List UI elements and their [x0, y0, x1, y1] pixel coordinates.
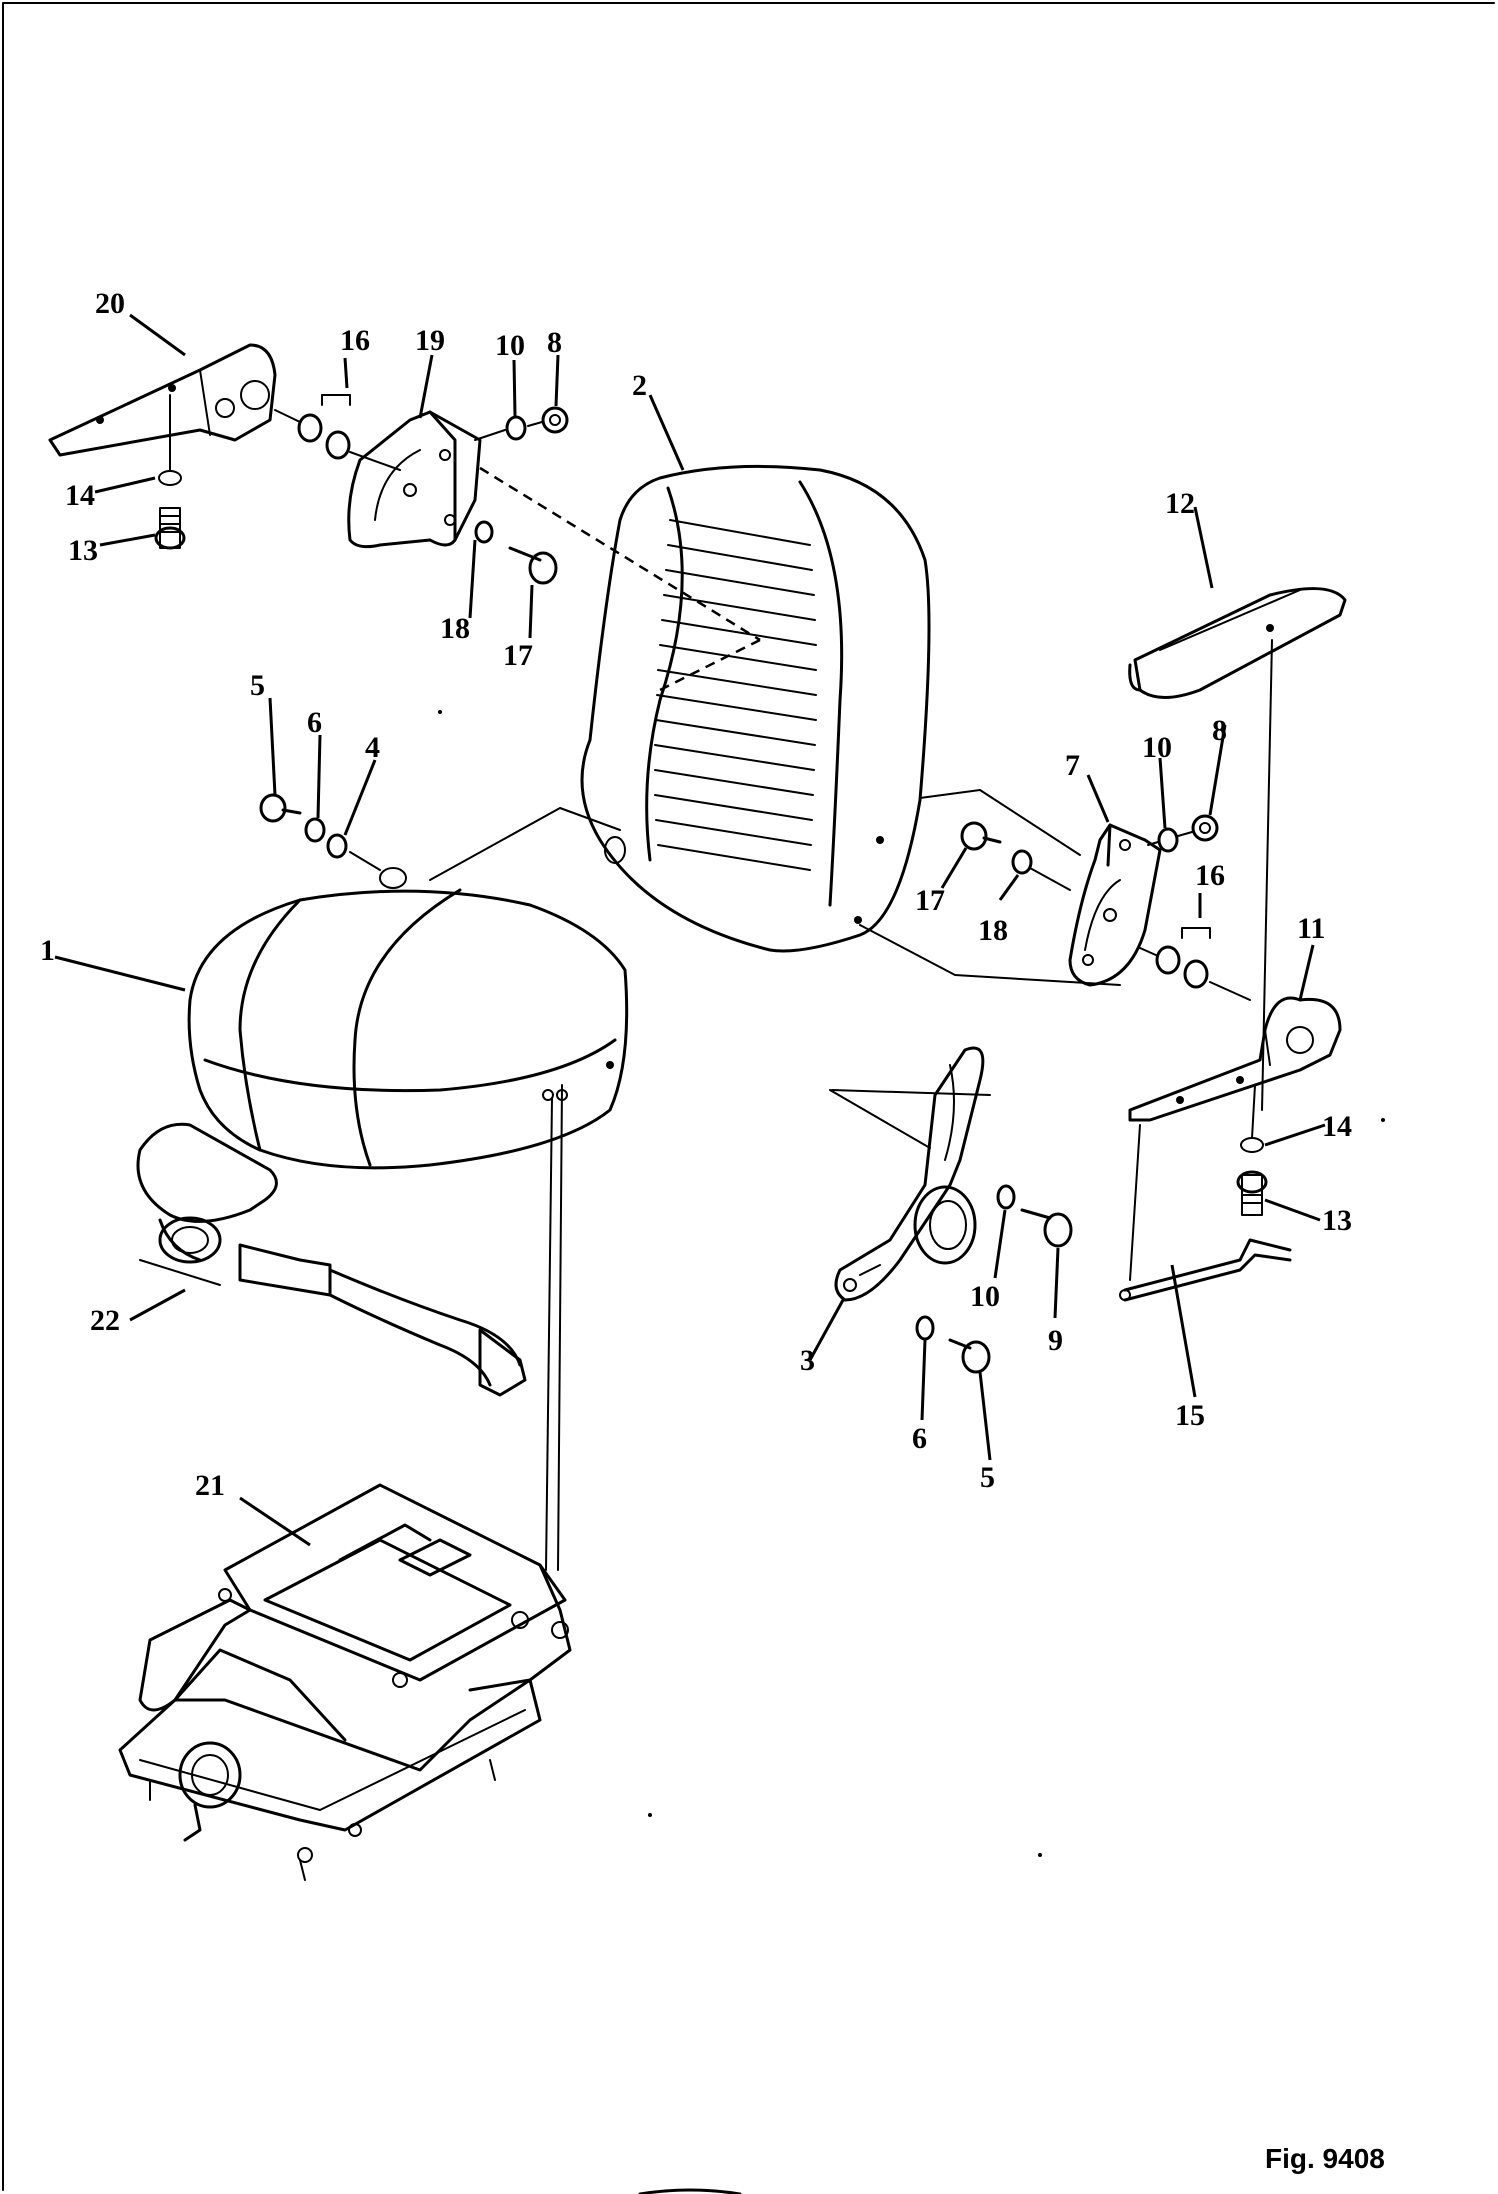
callout-14-left: 14 [65, 479, 95, 512]
washer-10-lever [996, 1184, 1016, 1210]
callout-8-left: 8 [547, 326, 562, 359]
washer-6-left [304, 817, 326, 843]
callout-6-lever: 6 [912, 1422, 927, 1455]
callout-17-left: 17 [503, 639, 533, 672]
screw-5-lever [948, 1338, 991, 1374]
washer-16-right-b [1183, 959, 1209, 989]
screw-5-left [259, 793, 302, 823]
callout-16-right: 16 [1195, 859, 1225, 892]
callout-8-right: 8 [1212, 714, 1227, 747]
bolt-17-right [960, 821, 1002, 851]
callout-14-right: 14 [1322, 1110, 1352, 1143]
callout-12: 12 [1165, 487, 1195, 520]
callout-7: 7 [1065, 749, 1080, 782]
callout-1: 1 [40, 934, 55, 967]
callout-2: 2 [632, 369, 647, 402]
washer-16-right-a [1155, 945, 1181, 975]
suspension-base [118, 1483, 572, 1881]
callout-15: 15 [1175, 1399, 1205, 1432]
callout-10-right: 10 [1142, 731, 1172, 764]
callout-10-left: 10 [495, 329, 525, 362]
callout-18-right: 18 [978, 914, 1008, 947]
callout-18-left: 18 [440, 612, 470, 645]
callout-3: 3 [800, 1344, 815, 1377]
leader-lines [54, 313, 1326, 1547]
washer-16-left-a [297, 413, 323, 443]
bolt-9 [1020, 1208, 1073, 1248]
bolt-13-right [1236, 1170, 1268, 1216]
callout-9: 9 [1048, 1324, 1063, 1357]
right-arm-bracket [1128, 996, 1342, 1122]
callout-4: 4 [365, 731, 380, 764]
seat-belt [136, 1122, 527, 1397]
washer-14-left [158, 470, 182, 486]
callout-22: 22 [90, 1304, 120, 1337]
armrest [1128, 587, 1347, 699]
washer-6-lever [915, 1315, 935, 1341]
callout-20: 20 [95, 287, 125, 320]
callout-10-lever: 10 [970, 1280, 1000, 1313]
washer-4-left [326, 833, 348, 859]
right-hinge-plate [1068, 823, 1162, 987]
seat-back [580, 464, 931, 953]
figure-label: Fig. 9408 [1265, 2143, 1385, 2174]
left-hinge-plate [347, 410, 482, 549]
callout-13-left: 13 [68, 534, 98, 567]
washer-18-left [474, 520, 494, 544]
callout-11: 11 [1297, 912, 1325, 945]
lever-rod [1119, 1238, 1292, 1302]
nut-8-right [1191, 814, 1219, 842]
callout-5-lever: 5 [980, 1461, 995, 1494]
washer-16-left-b [325, 430, 351, 460]
callout-17-right: 17 [915, 884, 945, 917]
left-arm-bracket [48, 343, 277, 457]
callout-19: 19 [415, 324, 445, 357]
washer-10-left [505, 415, 527, 441]
callout-21: 21 [195, 1469, 225, 1502]
callout-6-left: 6 [307, 706, 322, 739]
washer-14-right [1240, 1137, 1264, 1153]
recliner-lever [834, 1046, 985, 1302]
washer-18-right [1011, 849, 1033, 875]
callout-16-left: 16 [340, 324, 370, 357]
callout-5-left: 5 [250, 669, 265, 702]
washer-10-right [1157, 827, 1179, 853]
bolt-17-left [508, 546, 558, 585]
callout-labels: 20 16 19 10 8 2 14 13 18 17 12 5 6 4 7 1… [40, 287, 1352, 1502]
bolt-13-left [154, 507, 186, 550]
seat-cushion [187, 888, 629, 1170]
nut-8-left [541, 406, 569, 434]
callout-13-right: 13 [1322, 1204, 1352, 1237]
